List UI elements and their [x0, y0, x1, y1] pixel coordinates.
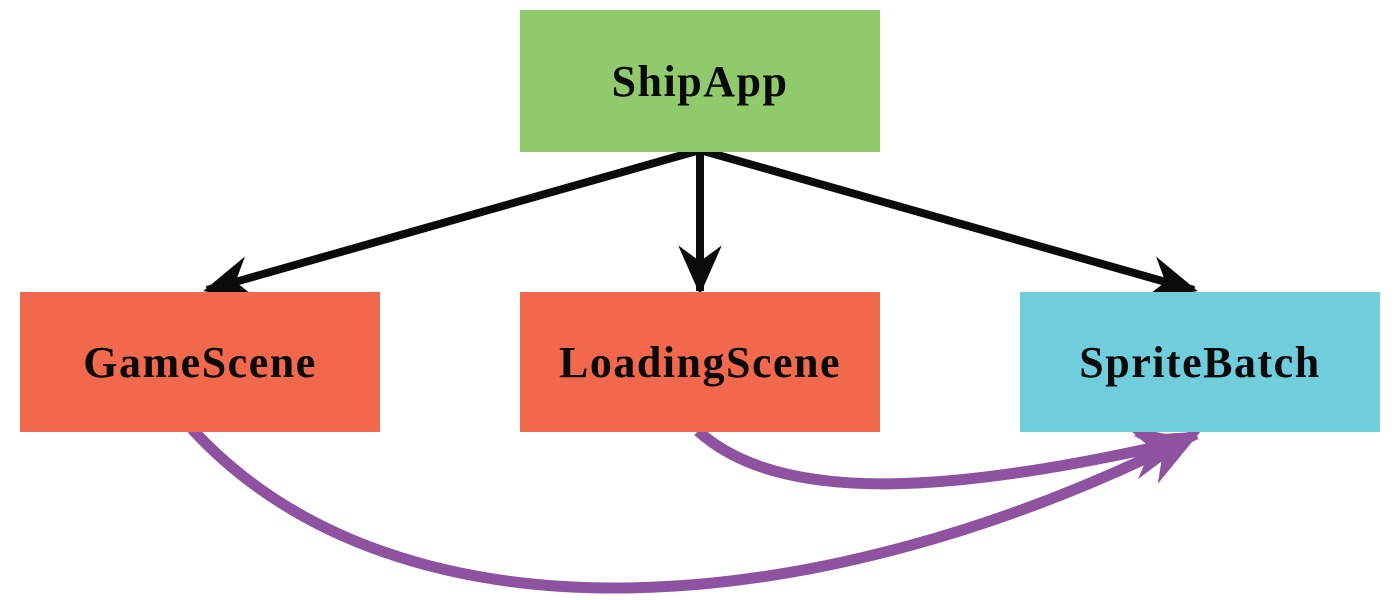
edge-shipapp-spritebatch [698, 146, 1198, 299]
edge-gamescene-spritebatch [187, 425, 1201, 594]
edge-group [187, 146, 1201, 594]
edge-shipapp-gamescene [203, 146, 702, 299]
edge-loadingscene-spritebatch [694, 426, 1192, 490]
